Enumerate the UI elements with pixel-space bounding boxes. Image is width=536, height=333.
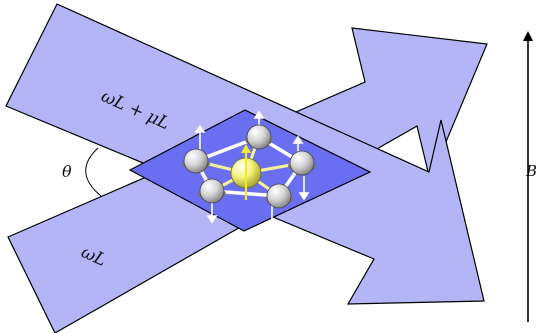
field-label: B: [525, 162, 536, 180]
angle-label: θ: [62, 162, 72, 181]
molecule: [182, 110, 316, 230]
center-spin-arrow: [241, 144, 251, 200]
atom: [183, 148, 209, 174]
spin-arrows: [194, 110, 310, 230]
outer-atoms: [182, 124, 316, 209]
atom: [199, 178, 225, 204]
atom: [266, 183, 292, 209]
atom: [289, 150, 315, 176]
angle-arc: [85, 147, 102, 197]
atom: [246, 124, 272, 150]
